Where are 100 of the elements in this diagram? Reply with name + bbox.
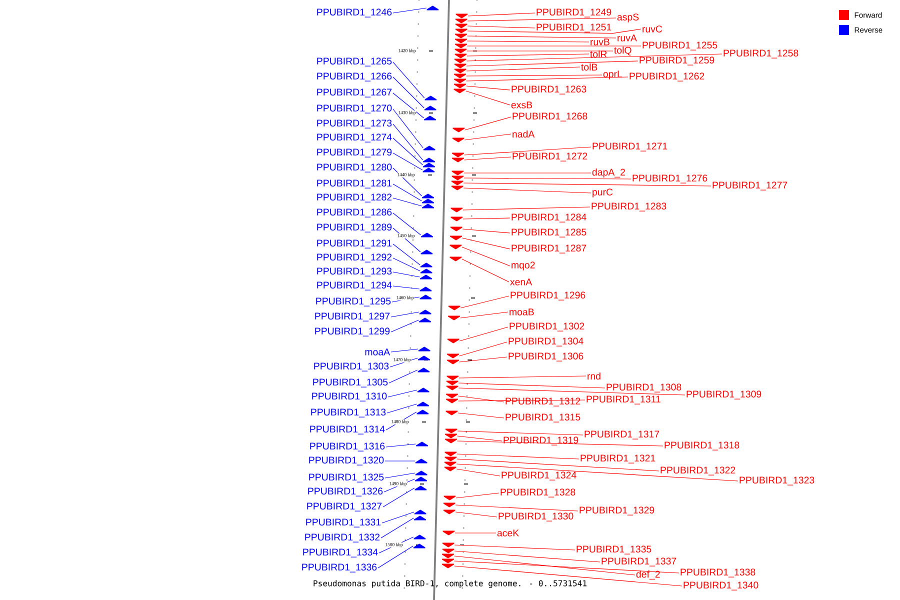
gene-label: mqo2 (512, 262, 535, 270)
leader-line (458, 388, 686, 396)
gene-glyph (452, 176, 464, 180)
gene-label: ruvC (642, 26, 662, 32)
gene-glyph (445, 434, 457, 438)
leader-line (464, 156, 512, 160)
gene-glyph (415, 476, 427, 482)
gene-label: PPUBIRD1_1265 (317, 58, 392, 66)
gene-glyph (422, 204, 434, 208)
leader-line (378, 536, 414, 554)
leader-line (464, 146, 592, 156)
leader-line (456, 436, 502, 442)
gene-glyph (454, 54, 467, 58)
gene-glyph (450, 226, 462, 232)
gene-label: PPUBIRD1_1251 (536, 24, 612, 32)
gene-label: PPUBIRD1_1259 (640, 56, 714, 66)
gene-glyph (422, 168, 435, 172)
gene-glyph (454, 88, 466, 94)
gene-glyph (442, 564, 454, 568)
leader-line (384, 472, 416, 478)
gene-glyph (422, 194, 434, 198)
gene-glyph (420, 250, 433, 254)
gene-glyph (415, 458, 428, 464)
gene-glyph (450, 208, 463, 212)
leader-line (392, 8, 427, 14)
gene-glyph (444, 452, 457, 456)
gene-glyph (450, 244, 462, 250)
leader-line (386, 404, 418, 414)
gene-label: PPUBIRD1_1310 (312, 392, 387, 402)
gene-glyph (416, 410, 429, 414)
leader-line (457, 430, 584, 436)
gene-label: PPUBIRD1_1274 (317, 134, 392, 142)
gene-glyph (420, 294, 432, 300)
gene-label: def_2 (636, 570, 660, 580)
gene-label: PPUBIRD1_1267 (317, 88, 392, 98)
gene-glyph (446, 380, 458, 386)
gene-glyph (450, 236, 462, 240)
leader-line (392, 152, 423, 170)
gene-label: PPUBIRD1_1299 (315, 328, 390, 336)
gene-glyph (421, 232, 433, 238)
leader-line (466, 66, 580, 72)
gene-glyph (452, 128, 465, 132)
leader-line (466, 50, 614, 52)
gene-label: PPUBIRD1_1268 (512, 112, 588, 122)
leader-line (378, 546, 414, 568)
gene-glyph (417, 402, 429, 406)
gene-label: PPUBIRD1_1340 (684, 582, 758, 590)
gene-glyph (414, 486, 427, 490)
gene-label: PPUBIRD1_1282 (317, 194, 392, 202)
gene-glyph (455, 28, 468, 34)
gene-glyph (452, 138, 464, 142)
gene-glyph (424, 116, 436, 120)
gene-glyph (454, 48, 467, 54)
leader-line (463, 182, 712, 186)
gene-label: PPUBIRD1_1302 (510, 322, 584, 332)
gene-label: tolB (581, 63, 598, 71)
gene-label: PPUBIRD1_1293 (317, 268, 392, 276)
gene-label: PPUBIRD1_1324 (502, 472, 576, 480)
leader-line (458, 342, 508, 356)
leader-line (390, 320, 420, 332)
leader-line (466, 76, 628, 82)
gene-label: PPUBIRD1_1313 (311, 408, 386, 418)
gene-glyph (452, 170, 464, 176)
gene-label: PPUBIRD1_1276 (632, 174, 708, 184)
gene-label: PPUBIRD1_1262 (630, 72, 704, 82)
gene-glyph (415, 470, 428, 476)
leader-line (458, 382, 606, 388)
leader-line (392, 258, 420, 272)
gene-glyph (422, 198, 434, 204)
leader-line (464, 178, 632, 180)
gene-label: PPUBIRD1_1295 (316, 298, 391, 306)
leader-line (392, 92, 424, 118)
gene-label: PPUBIRD1_1263 (512, 86, 586, 94)
gene-label: PPUBIRD1_1294 (317, 282, 392, 290)
gene-label: PPUBIRD1_1314 (310, 426, 385, 434)
gene-label: xenA (510, 278, 532, 286)
gene-glyph (456, 14, 468, 18)
leader-line (392, 108, 424, 148)
leader-line (382, 512, 414, 524)
leader-line (386, 412, 417, 430)
leader-line (462, 258, 510, 282)
gene-glyph (455, 44, 467, 48)
leader-line (464, 134, 512, 140)
leader-line (459, 326, 508, 342)
gene-label: PPUBIRD1_1283 (592, 202, 666, 212)
leader-line (392, 228, 421, 252)
leader-line (458, 412, 504, 418)
gene-label: PPUBIRD1_1308 (606, 384, 682, 392)
leader-line (463, 188, 592, 194)
gene-label: ruvB (590, 38, 610, 46)
gene-label: PPUBIRD1_1305 (313, 378, 388, 388)
leader-line (392, 198, 422, 206)
gene-label: ruvA (618, 34, 637, 42)
gene-glyph (455, 24, 468, 28)
gene-glyph (454, 68, 466, 74)
leader-line (466, 36, 616, 38)
leader-line (456, 454, 580, 460)
gene-glyph (455, 18, 468, 24)
leader-line (392, 138, 424, 166)
leader-line (467, 18, 616, 22)
